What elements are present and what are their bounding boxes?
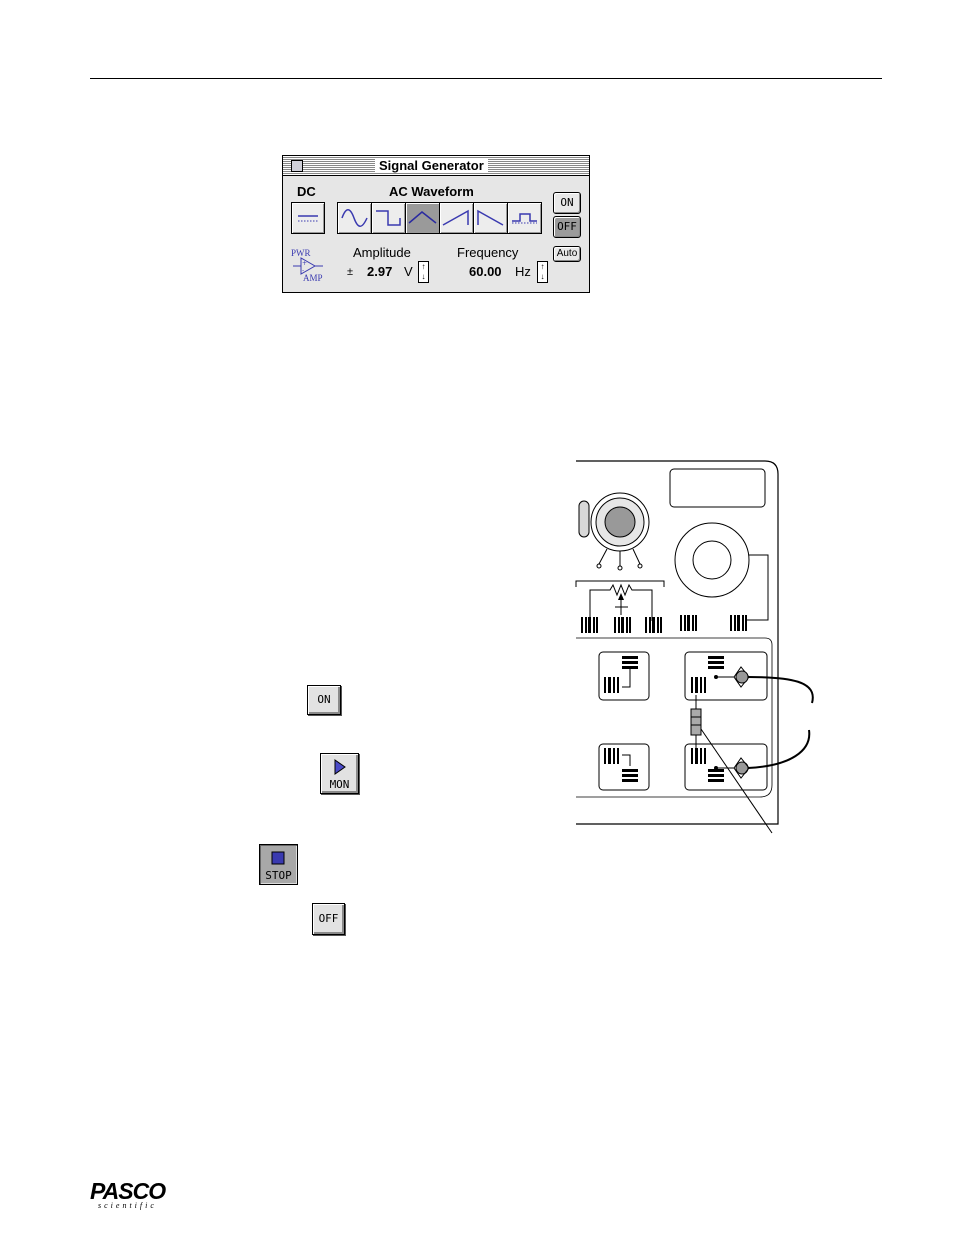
ramp-down-wave-button[interactable]: [473, 202, 508, 234]
terminal-blocks: [581, 615, 747, 633]
amplitude-sign: ±: [347, 266, 354, 278]
stop-square-icon: [271, 851, 285, 865]
frequency-stepper[interactable]: ↑ ↓: [537, 261, 548, 283]
amplitude-label: Amplitude: [353, 245, 411, 260]
triangle-wave-button[interactable]: [405, 202, 440, 234]
window-title-bar[interactable]: Signal Generator: [283, 156, 589, 176]
dc-button[interactable]: [291, 202, 325, 234]
arrow-up-icon[interactable]: ↑: [540, 262, 545, 271]
header-rule: [90, 78, 882, 79]
patch-cord: [747, 729, 811, 769]
play-icon: [334, 759, 346, 775]
logo-subtitle: scientific: [98, 1201, 157, 1210]
monitor-button[interactable]: MON: [320, 753, 359, 794]
amplifier-triangle-icon: + -: [293, 257, 323, 275]
display-window: [669, 468, 766, 508]
ramp-up-wave-button[interactable]: [439, 202, 474, 234]
signal-generator-window: Signal Generator DC AC Waveform: [282, 155, 590, 293]
pasco-logo: PASCO scientific: [90, 1180, 180, 1210]
amplitude-value[interactable]: 2.97: [367, 264, 393, 279]
arrow-down-icon[interactable]: ↓: [421, 272, 426, 281]
square-wave-button[interactable]: [371, 202, 406, 234]
arrow-up-icon[interactable]: ↑: [421, 262, 426, 271]
dc-line-icon: [298, 215, 318, 222]
positive-square-wave-icon: [512, 213, 537, 224]
amplitude-unit: V: [404, 264, 413, 279]
sine-wave-button[interactable]: [337, 202, 372, 234]
arrow-down-icon[interactable]: ↓: [540, 272, 545, 281]
generator-on-button[interactable]: ON: [553, 192, 581, 214]
on-button[interactable]: ON: [307, 685, 341, 715]
resistor-icon: [690, 708, 702, 736]
frequency-unit: Hz: [515, 264, 531, 279]
jack-icon: [735, 670, 749, 684]
dc-label: DC: [297, 184, 316, 199]
generator-off-button[interactable]: OFF: [553, 216, 581, 238]
ac-waveform-label: AC Waveform: [389, 184, 474, 199]
patch-cord: [747, 676, 814, 704]
amp-label: AMP: [303, 273, 323, 283]
stop-button-label: STOP: [265, 869, 292, 882]
frequency-label: Frequency: [457, 245, 519, 260]
ramp-up-wave-icon: [442, 209, 469, 226]
window-title: Signal Generator: [375, 158, 488, 173]
knob-icon: [604, 506, 636, 538]
apparatus-diagram: [575, 460, 814, 834]
ramp-down-wave-icon: [477, 209, 504, 226]
frequency-value[interactable]: 60.00: [469, 264, 502, 279]
svg-text:-: -: [302, 267, 304, 274]
power-amplifier-icon: PWR + - AMP: [291, 248, 331, 284]
pwr-label: PWR: [291, 248, 311, 258]
monitor-button-label: MON: [329, 778, 350, 791]
triangle-wave-icon: [408, 211, 437, 224]
positive-square-wave-button[interactable]: [507, 202, 542, 234]
logo-text: PASCO: [90, 1178, 166, 1204]
square-wave-icon: [376, 210, 401, 226]
amplitude-stepper[interactable]: ↑ ↓: [418, 261, 429, 283]
close-box-icon[interactable]: [291, 160, 303, 172]
off-button[interactable]: OFF: [312, 903, 345, 935]
sine-wave-icon: [341, 209, 368, 227]
svg-text:+: +: [302, 260, 307, 267]
auto-button[interactable]: Auto: [553, 246, 581, 262]
panel-outline: [576, 460, 779, 825]
stop-button[interactable]: STOP: [259, 844, 298, 885]
knob-lever: [578, 500, 590, 538]
